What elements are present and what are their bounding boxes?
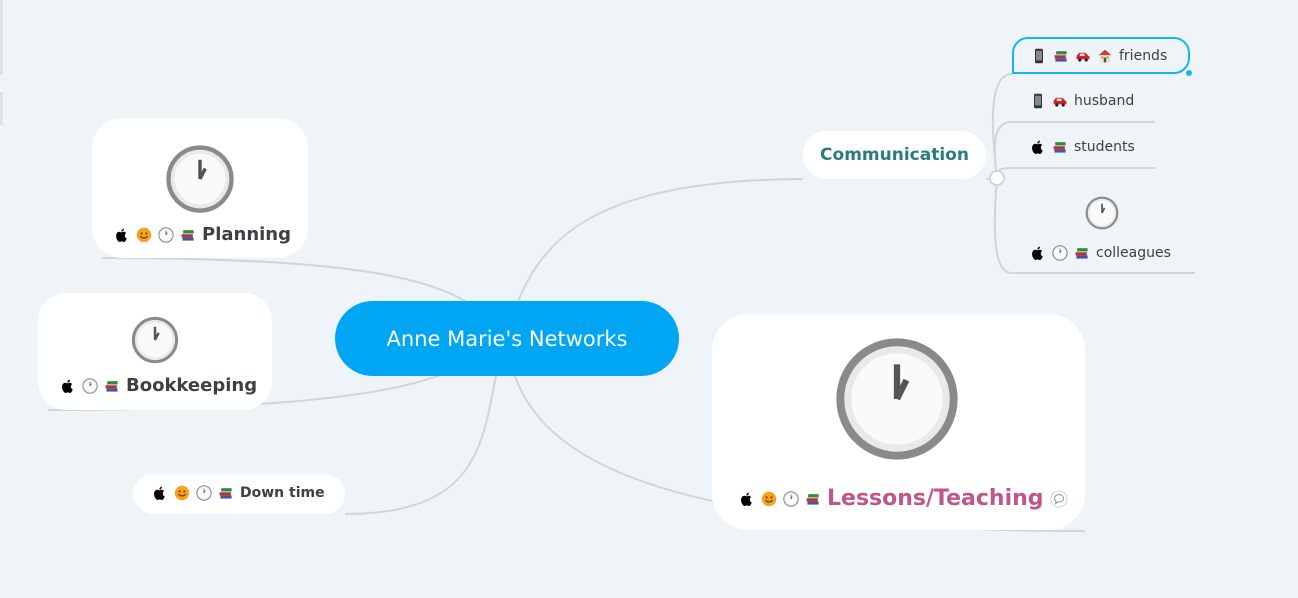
node-label: friends [1119, 48, 1168, 64]
books-icon [180, 227, 196, 243]
collapse-toggle [989, 170, 1005, 186]
books-icon [805, 491, 821, 507]
central-topic[interactable]: Anne Marie's Networks [335, 301, 679, 376]
node-friends[interactable]: friends [1012, 37, 1192, 76]
node-colleagues[interactable]: colleagues [1030, 245, 1171, 261]
books-icon [1053, 48, 1069, 64]
smiley-icon [174, 485, 190, 501]
connector-colleagues [993, 177, 1195, 274]
node-bookkeeping[interactable]: Bookkeeping [38, 293, 272, 410]
clock-icon [82, 378, 98, 394]
node-husband[interactable]: husband [1030, 93, 1134, 109]
node-label: Lessons/Teaching [827, 486, 1044, 511]
books-icon [1074, 245, 1090, 261]
scroll-edge [0, 92, 3, 125]
car-icon [1052, 93, 1068, 109]
apple-icon [739, 491, 755, 507]
node-label: students [1074, 139, 1135, 155]
smiley-icon [136, 227, 152, 243]
node-label: Planning [202, 224, 292, 245]
clock-image [131, 316, 179, 364]
node-lessons-teaching[interactable]: Lessons/Teaching [712, 314, 1085, 530]
clock-icon [783, 491, 799, 507]
node-students[interactable]: students [1030, 139, 1135, 155]
apple-icon [60, 378, 76, 394]
house-icon [1097, 48, 1113, 64]
resize-handle[interactable] [1186, 70, 1192, 76]
phone-icon [1030, 93, 1046, 109]
books-icon [218, 485, 234, 501]
phone-icon [1031, 48, 1047, 64]
node-label: Communication [820, 145, 969, 165]
node-down-time[interactable]: Down time [133, 474, 345, 514]
apple-icon [1030, 139, 1046, 155]
scroll-edge [0, 0, 3, 75]
comment-icon[interactable] [1050, 490, 1068, 508]
node-label: Bookkeeping [126, 375, 258, 396]
clock-icon [158, 227, 174, 243]
clock-image [834, 336, 960, 462]
clock-image [1085, 196, 1119, 230]
connector-husband [993, 121, 1155, 179]
node-label: Down time [240, 485, 325, 501]
books-icon [104, 378, 120, 394]
connector-students [995, 167, 1155, 179]
apple-icon [152, 485, 168, 501]
central-label: Anne Marie's Networks [386, 326, 628, 351]
node-label: husband [1074, 93, 1135, 109]
clock-image [165, 144, 235, 214]
clock-icon [1052, 245, 1068, 261]
node-communication[interactable]: Communication [803, 131, 986, 179]
node-planning[interactable]: Planning [92, 118, 308, 258]
node-label: colleagues [1096, 245, 1171, 261]
apple-icon [114, 227, 130, 243]
car-icon [1075, 48, 1091, 64]
clock-icon [196, 485, 212, 501]
apple-icon [1030, 245, 1046, 261]
smiley-icon [761, 491, 777, 507]
books-icon [1052, 139, 1068, 155]
